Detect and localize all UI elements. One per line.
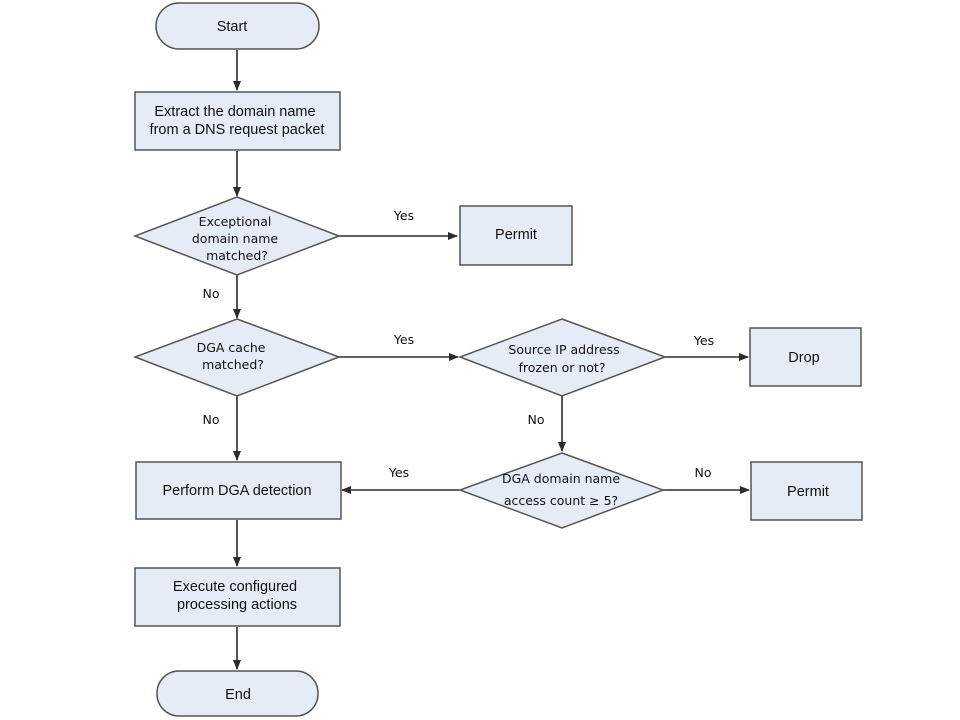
- end-node: End: [156, 670, 319, 717]
- extract-domain-label: Extract the domain name from a DNS reque…: [150, 104, 325, 138]
- edge-labels: Yes No Yes No Yes No Yes No: [203, 208, 715, 480]
- extract-domain-line-2: from a DNS request packet: [150, 122, 325, 138]
- permit-top-label: Permit: [495, 227, 537, 243]
- dga-cache-label: DGA cache matched?: [197, 340, 270, 372]
- extract-domain-line-1: Extract the domain name: [154, 104, 315, 120]
- label-source-yes: Yes: [693, 333, 714, 348]
- execute-line-1: Execute configured: [173, 579, 297, 595]
- label-exceptional-yes: Yes: [393, 208, 414, 223]
- label-access-yes: Yes: [388, 465, 409, 480]
- drop-label: Drop: [788, 350, 819, 366]
- execute-actions-label: Execute configured processing actions: [173, 579, 301, 613]
- label-source-no: No: [528, 412, 545, 427]
- dga-cache-line-1: DGA cache: [197, 340, 266, 355]
- edges: [233, 50, 750, 670]
- access-count-line-1: DGA domain name: [502, 471, 620, 486]
- start-node: Start: [155, 2, 320, 50]
- label-exceptional-no: No: [203, 286, 220, 301]
- label-access-no: No: [695, 465, 712, 480]
- end-label: End: [225, 687, 251, 703]
- execute-line-2: processing actions: [177, 597, 297, 613]
- exceptional-domain-decision: Exceptional domain name matched?: [132, 196, 342, 276]
- drop-node: Drop: [749, 327, 862, 387]
- permit-right-label: Permit: [787, 484, 829, 500]
- dga-cache-line-2: matched?: [202, 357, 264, 372]
- access-count-line-2: access count ≥ 5?: [504, 493, 618, 508]
- source-ip-line-1: Source IP address: [508, 342, 619, 357]
- access-count-label: DGA domain name access count ≥ 5?: [502, 471, 624, 508]
- perform-detection-label: Perform DGA detection: [162, 483, 311, 499]
- exceptional-domain-label: Exceptional domain name matched?: [192, 214, 282, 263]
- permit-right-node: Permit: [750, 461, 863, 521]
- exceptional-line-3: matched?: [206, 248, 268, 263]
- extract-domain-node: Extract the domain name from a DNS reque…: [134, 91, 341, 151]
- access-count-decision: DGA domain name access count ≥ 5?: [457, 452, 666, 529]
- perform-detection-node: Perform DGA detection: [135, 461, 342, 520]
- source-ip-line-2: frozen or not?: [519, 360, 606, 375]
- exceptional-line-1: Exceptional: [199, 214, 272, 229]
- permit-top-node: Permit: [459, 205, 573, 266]
- exceptional-line-2: domain name: [192, 231, 279, 246]
- execute-actions-node: Execute configured processing actions: [134, 567, 341, 627]
- source-ip-label: Source IP address frozen or not?: [508, 342, 623, 375]
- label-cache-yes: Yes: [393, 332, 414, 347]
- start-label: Start: [217, 19, 248, 35]
- source-ip-decision: Source IP address frozen or not?: [457, 318, 668, 397]
- dga-cache-decision: DGA cache matched?: [132, 318, 342, 397]
- label-cache-no: No: [203, 412, 220, 427]
